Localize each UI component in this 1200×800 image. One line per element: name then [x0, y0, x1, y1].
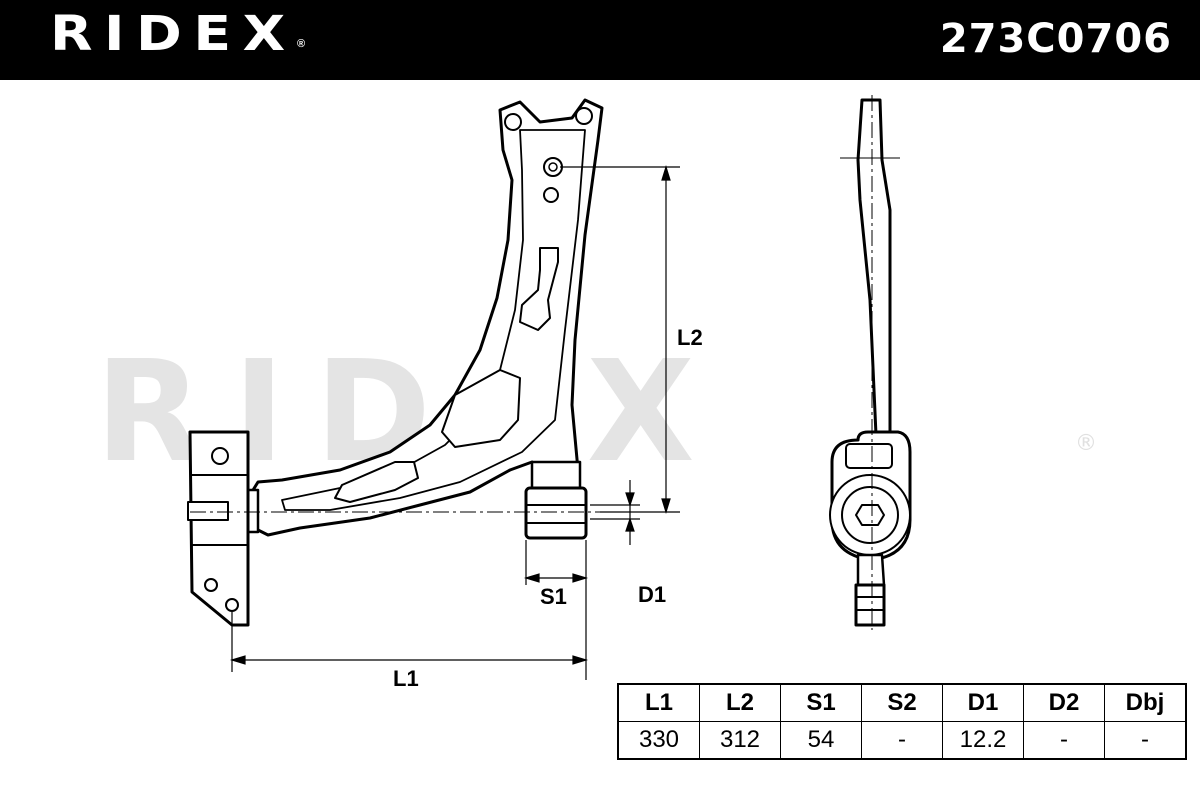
brand-logo: RIDEX — [50, 6, 297, 62]
spec-header-cell: S1 — [780, 683, 862, 722]
spec-value-cell: 312 — [699, 721, 781, 760]
dimension-lines — [229, 164, 680, 680]
header-bar: RIDEX ® 273C0706 — [0, 0, 1200, 80]
dimension-s1-label: S1 — [540, 584, 567, 609]
spec-table-value-row: 330 312 54 - 12.2 - - — [617, 721, 1187, 760]
spec-value-cell: 12.2 — [942, 721, 1024, 760]
spec-header-cell: L2 — [699, 683, 781, 722]
spec-value-cell: - — [1023, 721, 1105, 760]
control-arm-side-view — [829, 98, 912, 627]
brand-registered-mark: ® — [297, 38, 306, 50]
technical-drawing: RIDEX ® — [95, 95, 1097, 691]
dimension-l2-label: L2 — [677, 325, 703, 350]
part-number: 273C0706 — [939, 16, 1172, 62]
spec-value-cell: - — [1104, 721, 1187, 760]
spec-header-cell: S2 — [861, 683, 943, 722]
watermark-registered-mark: ® — [1075, 431, 1097, 456]
spec-table-header-row: L1 L2 S1 S2 D1 D2 Dbj — [617, 683, 1187, 722]
spec-value-cell: - — [861, 721, 943, 760]
spec-header-cell: L1 — [617, 683, 700, 722]
spec-header-cell: D1 — [942, 683, 1024, 722]
spec-value-cell: 54 — [780, 721, 862, 760]
spec-value-cell: 330 — [617, 721, 700, 760]
spec-header-cell: Dbj — [1104, 683, 1187, 722]
dimension-l1-label: L1 — [393, 666, 419, 691]
dimension-d1-label: D1 — [638, 582, 666, 607]
spec-header-cell: D2 — [1023, 683, 1105, 722]
control-arm-front-view — [187, 98, 604, 627]
spec-table: L1 L2 S1 S2 D1 D2 Dbj 330 312 54 - 12.2 … — [617, 683, 1187, 760]
